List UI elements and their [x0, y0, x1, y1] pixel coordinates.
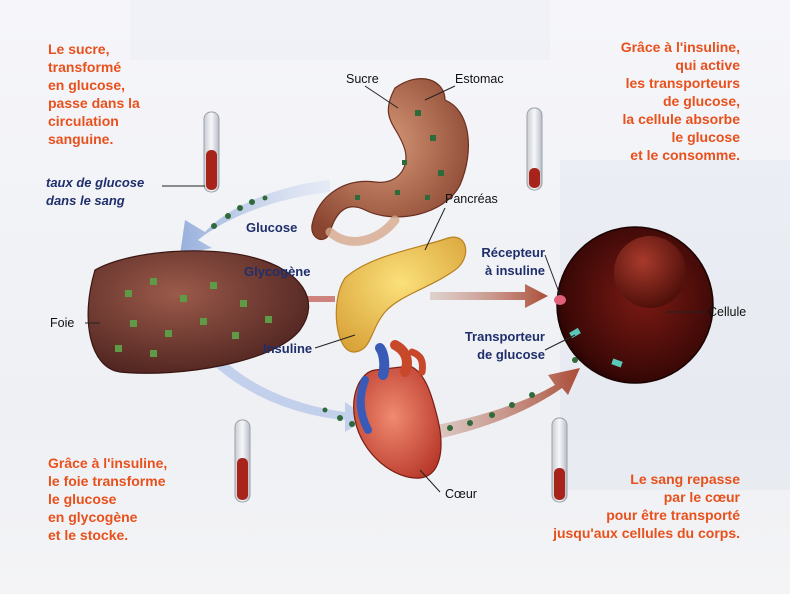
liver — [87, 250, 310, 374]
blood-tube-bottom-left — [234, 419, 251, 503]
blood-tube-top-left — [203, 111, 220, 193]
cell — [554, 226, 714, 384]
blood-tube-bottom-right — [551, 417, 568, 503]
caption-top-right: Grâce à l'insuline, qui active les trans… — [620, 39, 740, 163]
label-cellule: Cellule — [708, 305, 747, 319]
label-transporteur-glucose: Transporteur de glucose — [464, 329, 545, 362]
label-leader-lines — [85, 85, 706, 493]
label-insuline: Insuline — [263, 341, 313, 356]
caption-top-left: Le sucre, transformé en glucose, passe d… — [48, 41, 140, 147]
label-estomac: Estomac — [455, 72, 504, 86]
arrow-insulin-to-cell — [430, 284, 548, 308]
caption-bottom-left: Grâce à l'insuline, le foie transforme l… — [48, 455, 168, 543]
insulin-receptor-shape — [554, 295, 566, 305]
label-glucose: Glucose — [246, 220, 298, 235]
label-foie: Foie — [50, 316, 75, 330]
pancreas — [335, 236, 467, 353]
label-coeur: Cœur — [445, 487, 477, 501]
label-recepteur-insuline: Récepteur à insuline — [481, 245, 545, 278]
label-sucre: Sucre — [346, 72, 379, 86]
heart — [353, 340, 442, 479]
blood-tube-top-right — [526, 107, 543, 191]
glucose-transporter-shape — [569, 327, 581, 339]
arrow-heart-to-cell — [420, 368, 580, 442]
label-glycogene: Glycogène — [244, 264, 311, 279]
label-pancreas: Pancréas — [445, 192, 498, 206]
caption-bottom-right: Le sang repasse par le cœur pour être tr… — [553, 471, 740, 541]
stomach — [311, 78, 470, 246]
label-taux-glucose: taux de glucose dans le sang — [46, 175, 145, 208]
arrow-glucose-to-liver — [180, 180, 330, 255]
